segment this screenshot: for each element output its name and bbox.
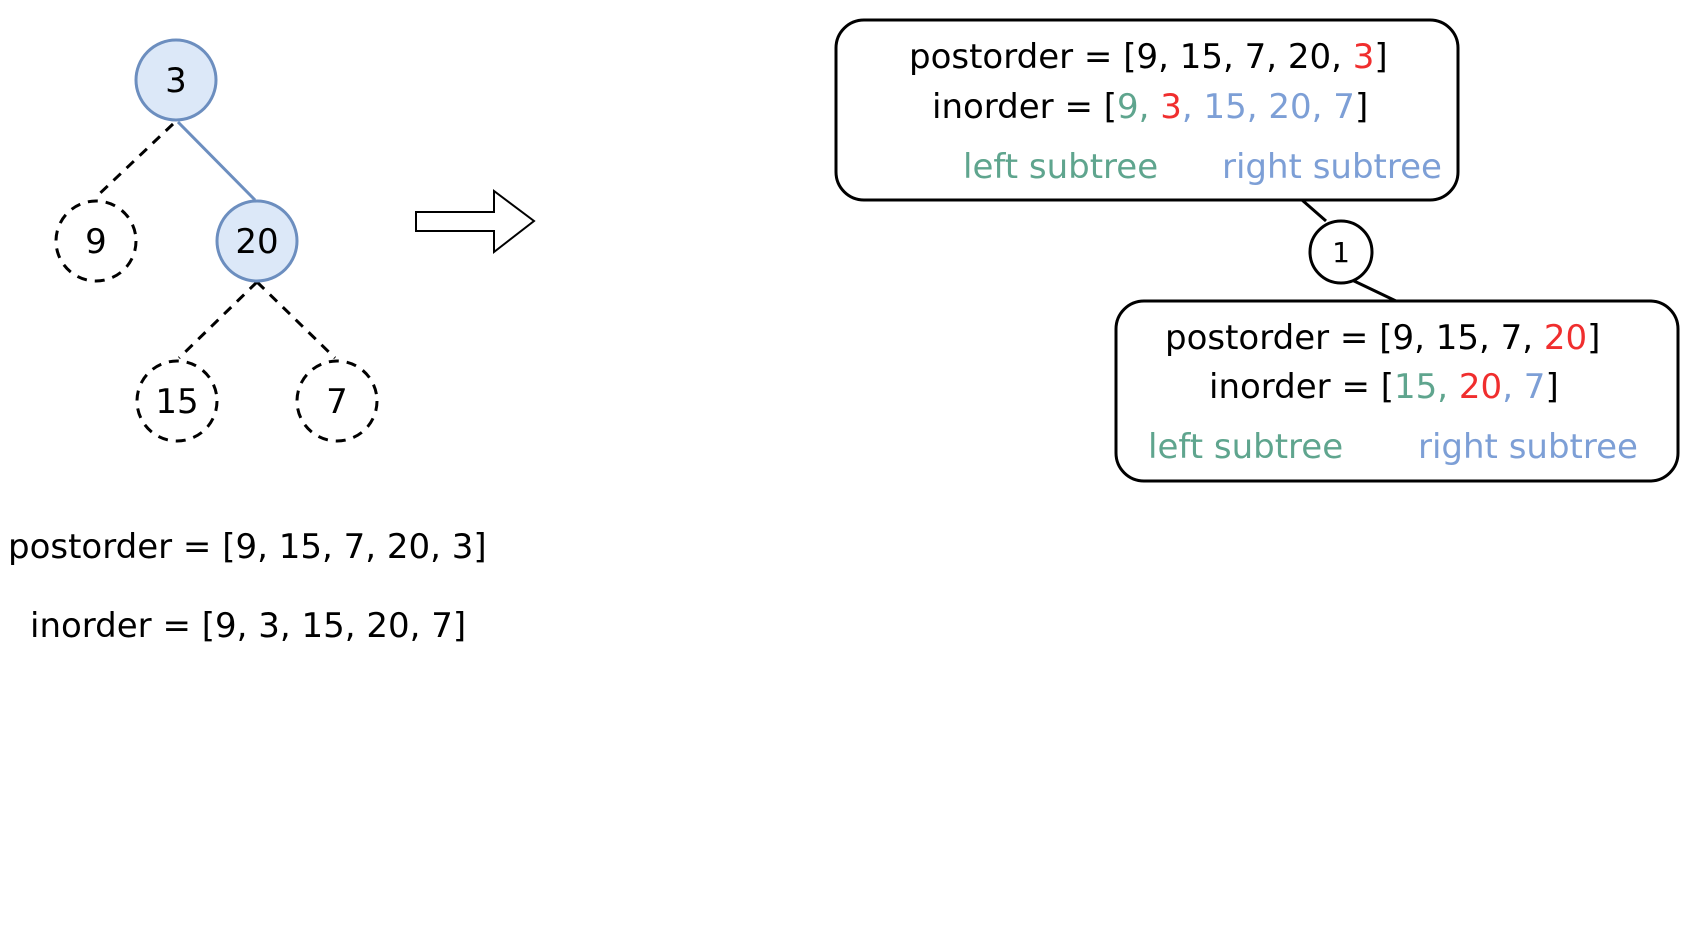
box1-left-subtree-label: left subtree xyxy=(963,147,1158,187)
edge-3-9 xyxy=(93,122,175,200)
connector-badge-box2 xyxy=(1351,278,1397,303)
node-circle xyxy=(215,199,299,283)
box1-inorder-segment-plain: inorder = [ xyxy=(932,87,1117,127)
box2-postorder-segment-plain: postorder = [9, 15, 7, xyxy=(1165,318,1544,358)
tree-edges xyxy=(93,120,337,360)
node-label: 20 xyxy=(235,222,278,262)
box1-inorder: inorder = [9, 3, 15, 20, 7] xyxy=(932,87,1368,127)
node-circle xyxy=(134,38,218,122)
box2-inorder-segment-right: , 7 xyxy=(1502,367,1545,407)
badge-circle xyxy=(1308,219,1374,285)
connector-box1-badge xyxy=(1301,198,1327,223)
bottom-inorder: inorder = [9, 3, 15, 20, 7] xyxy=(30,606,466,646)
box2-right-subtree-label: right subtree xyxy=(1418,427,1638,467)
box2-inorder-segment-plain: inorder = [ xyxy=(1209,367,1394,407)
box-frame xyxy=(1114,299,1680,483)
edge-20-15 xyxy=(177,280,259,360)
box1-inorder-segment-left: 9, xyxy=(1117,87,1160,127)
box1-inorder-segment-plain: ] xyxy=(1355,87,1368,127)
tree-node-15: 15 xyxy=(135,359,219,443)
step-badge: 1 xyxy=(1308,219,1374,285)
tree-node-7: 7 xyxy=(295,359,379,443)
node-circle xyxy=(295,359,379,443)
box2-inorder-segment-left: 15, xyxy=(1394,367,1459,407)
box2-postorder: postorder = [9, 15, 7, 20] xyxy=(1165,318,1600,358)
node-circle xyxy=(135,359,219,443)
box-frame xyxy=(834,18,1460,202)
box2-left-subtree-label: left subtree xyxy=(1148,427,1343,467)
box1-postorder-segment-plain: postorder = [9, 15, 7, 20, xyxy=(909,37,1353,77)
node-label: 9 xyxy=(85,222,107,262)
bottom-postorder: postorder = [9, 15, 7, 20, 3] xyxy=(8,527,487,567)
step-box-2: postorder = [9, 15, 7, 20] inorder = [15… xyxy=(1114,299,1680,483)
step-number: 1 xyxy=(1332,236,1350,269)
box2-inorder-segment-plain: ] xyxy=(1545,367,1558,407)
box1-inorder-segment-right: , 15, 20, 7 xyxy=(1182,87,1355,127)
tree-node-3: 3 xyxy=(134,38,218,122)
box2-inorder-segment-root: 20 xyxy=(1459,367,1502,407)
edge-20-7 xyxy=(255,280,337,360)
node-label: 3 xyxy=(165,61,187,101)
box1-postorder-segment-root: 3 xyxy=(1353,37,1375,77)
box2-postorder-segment-root: 20 xyxy=(1544,318,1587,358)
box1-postorder: postorder = [9, 15, 7, 20, 3] xyxy=(909,37,1388,77)
box2-inorder: inorder = [15, 20, 7] xyxy=(1209,367,1559,407)
right-arrow-icon xyxy=(415,189,536,255)
edge-3-20 xyxy=(176,120,257,202)
tree-node-20: 20 xyxy=(215,199,299,283)
tree-node-9: 9 xyxy=(54,199,138,283)
node-label: 15 xyxy=(155,382,198,422)
step-box-1: postorder = [9, 15, 7, 20, 3] inorder = … xyxy=(834,18,1460,202)
node-label: 7 xyxy=(326,382,348,422)
box1-inorder-segment-root: 3 xyxy=(1160,87,1182,127)
box1-right-subtree-label: right subtree xyxy=(1222,147,1442,187)
box1-postorder-segment-plain: ] xyxy=(1374,37,1387,77)
node-circle xyxy=(54,199,138,283)
box2-postorder-segment-plain: ] xyxy=(1587,318,1600,358)
